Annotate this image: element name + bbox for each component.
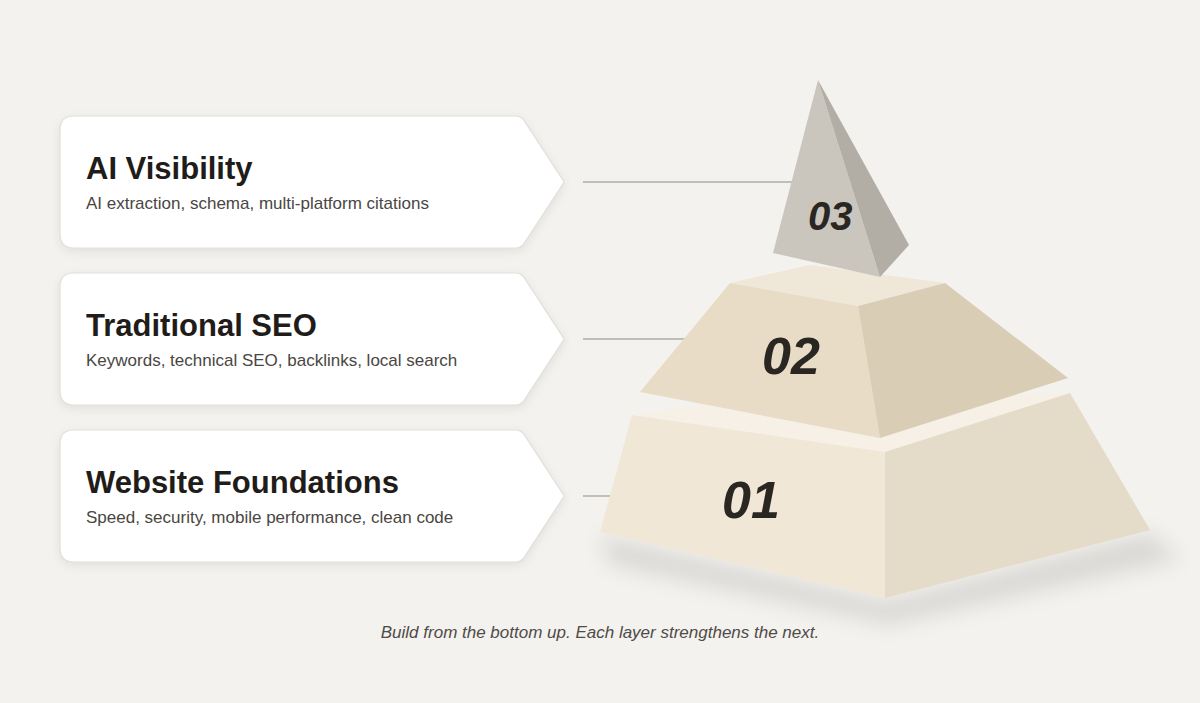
- layer-face: [730, 265, 945, 306]
- leader-line: [583, 339, 686, 340]
- layer-face: [773, 80, 880, 277]
- layer-face: [818, 80, 909, 277]
- callout-body: AI extraction, schema, multi-platform ci…: [86, 194, 565, 214]
- callout-shape: [60, 116, 564, 248]
- layer-face: [640, 283, 880, 438]
- layer-face: [858, 283, 1068, 438]
- callout-box: Traditional SEO Keywords, technical SEO, …: [60, 273, 565, 405]
- layer-face: [885, 393, 1150, 598]
- layer-number: 02: [762, 330, 820, 382]
- callout-heading: AI Visibility: [86, 151, 565, 187]
- leader-line: [583, 496, 610, 497]
- callout-heading: Website Foundations: [86, 465, 565, 501]
- layer-face: [632, 393, 1070, 452]
- callout-box: AI Visibility AI extraction, schema, mult…: [60, 116, 565, 248]
- layer-number: 03: [808, 196, 853, 236]
- callout-shape: [60, 273, 564, 405]
- callout-box: Website FoundationsSpeed, security, mobi…: [60, 430, 565, 562]
- layer-face: [600, 415, 885, 598]
- layer-number: 01: [722, 474, 780, 526]
- leader-line: [583, 182, 792, 183]
- callout-shape: [60, 430, 564, 562]
- ground-shadow: [600, 532, 1180, 625]
- callout-heading: Traditional SEO: [86, 308, 565, 344]
- callout-body: Speed, security, mobile performance, cle…: [86, 508, 565, 528]
- caption: Build from the bottom up. Each layer str…: [0, 623, 1200, 643]
- callout-body: Keywords, technical SEO, backlinks, loca…: [86, 351, 565, 371]
